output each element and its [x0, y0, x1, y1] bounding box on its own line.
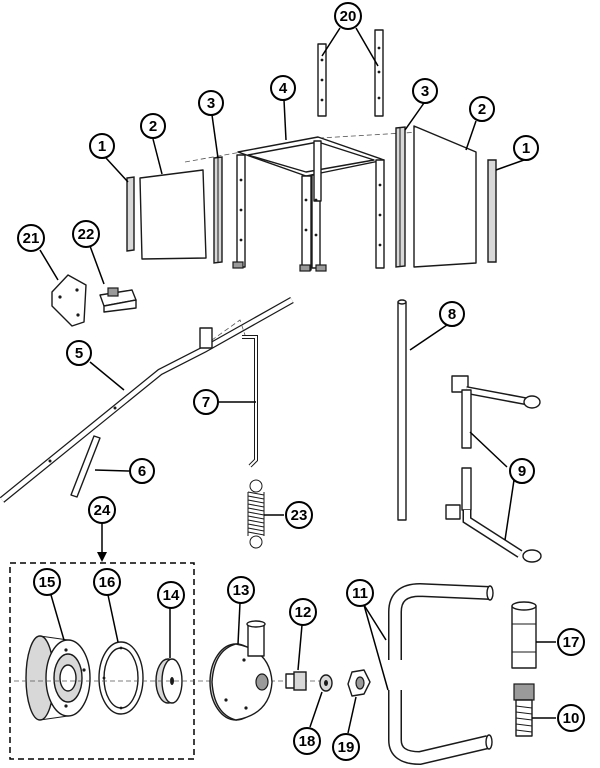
part-9-lower-bracket: [445, 467, 542, 563]
callout-3-left: 3: [198, 90, 224, 116]
callout-19: 19: [332, 733, 360, 761]
callout-13: 13: [227, 576, 255, 604]
part-13-pump: [209, 620, 273, 721]
part-11-upper-pipe: [388, 582, 494, 660]
callout-22: 22: [72, 220, 100, 248]
callout-6: 6: [129, 458, 155, 484]
leader-lines: [39, 27, 556, 734]
callout-16: 16: [93, 568, 121, 596]
svg-text:19: 19: [338, 739, 355, 756]
svg-text:8: 8: [448, 306, 456, 323]
svg-text:3: 3: [421, 83, 429, 100]
svg-text:16: 16: [99, 574, 116, 591]
part-21-bracket: [51, 274, 87, 327]
callout-1-left: 1: [89, 133, 115, 159]
callout-17: 17: [557, 628, 585, 656]
part-1-right-strip: [487, 159, 497, 263]
callout-21: 21: [17, 224, 45, 252]
part-2-left-panel: [139, 169, 207, 260]
svg-text:11: 11: [352, 585, 368, 602]
svg-text:2: 2: [149, 118, 157, 135]
svg-text:10: 10: [563, 710, 580, 727]
part-4-frame: [232, 136, 385, 272]
svg-text:5: 5: [75, 345, 83, 362]
svg-text:3: 3: [207, 95, 215, 112]
svg-text:15: 15: [39, 574, 56, 591]
svg-text:24: 24: [94, 502, 111, 519]
callout-24: 24: [88, 496, 116, 524]
part-11-lower-pipe: [388, 690, 493, 766]
part-8-tube: [397, 299, 407, 521]
callout-10: 10: [557, 704, 585, 732]
part-6-bar: [70, 435, 101, 498]
part-12-fitting: [285, 671, 307, 691]
svg-text:22: 22: [78, 226, 95, 243]
svg-text:1: 1: [522, 140, 530, 157]
callout-3-right: 3: [412, 78, 438, 104]
callout-2-right: 2: [469, 96, 495, 122]
part-9-upper-bracket: [451, 375, 541, 449]
part-10-fitting: [513, 683, 535, 737]
callout-9: 9: [509, 458, 535, 484]
callout-20: 20: [334, 2, 362, 30]
callout-5: 5: [66, 340, 92, 366]
part-7-hooked-rod: [242, 335, 258, 468]
svg-text:17: 17: [563, 634, 580, 651]
svg-text:6: 6: [138, 463, 146, 480]
svg-text:13: 13: [233, 582, 250, 599]
part-16-gasket: [98, 641, 144, 715]
callout-14: 14: [157, 581, 185, 609]
svg-text:2: 2: [478, 101, 486, 118]
callout-4: 4: [270, 75, 296, 101]
callout-7: 7: [193, 389, 219, 415]
part-17-sleeve: [511, 601, 537, 669]
kit-24-box: [9, 562, 195, 760]
svg-text:7: 7: [202, 394, 210, 411]
part-19-nut: [347, 669, 371, 697]
part-1-left-strip: [126, 176, 135, 252]
callout-1-right: 1: [513, 135, 539, 161]
svg-text:23: 23: [291, 507, 308, 524]
svg-text:12: 12: [295, 604, 312, 621]
svg-text:20: 20: [340, 8, 357, 25]
callout-8: 8: [439, 301, 465, 327]
part-18-washer: [319, 674, 333, 692]
part-23-spring: [247, 479, 265, 549]
part-15-housing: [25, 635, 91, 721]
svg-text:21: 21: [23, 230, 40, 247]
part-20-brackets: [317, 29, 384, 117]
callout-23: 23: [285, 501, 313, 529]
callout-11: 11: [346, 579, 374, 607]
callout-18: 18: [293, 727, 321, 755]
svg-text:4: 4: [279, 80, 288, 97]
cabinet-assembly: [126, 29, 497, 272]
part-22-clip: [99, 287, 137, 313]
callout-2-left: 2: [140, 113, 166, 139]
part-3-right-channel: [395, 126, 406, 268]
svg-text:1: 1: [98, 138, 106, 155]
svg-text:9: 9: [518, 463, 526, 480]
callout-12: 12: [289, 598, 317, 626]
part-3-left-channel: [213, 156, 223, 264]
callout-15: 15: [33, 568, 61, 596]
part-5-rod: [0, 296, 294, 503]
svg-text:14: 14: [163, 587, 180, 604]
part-2-right-panel: [413, 125, 477, 268]
svg-text:18: 18: [299, 733, 316, 750]
